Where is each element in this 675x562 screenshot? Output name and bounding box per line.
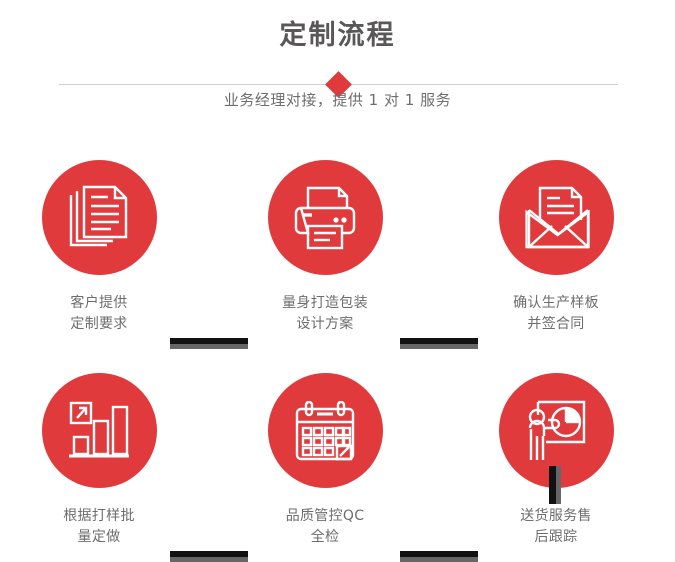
flow-step-2[interactable]: 量身打造包装 设计方案 (245, 160, 405, 335)
title-divider (59, 71, 618, 98)
page-header: 定制流程 业务经理对接，提供 1 对 1 服务 (0, 0, 675, 132)
flow-step-6[interactable]: 送货服务售 后跟踪 (476, 373, 636, 548)
connector-shadow (400, 557, 478, 562)
connector-bar (549, 466, 556, 504)
step-6-label: 送货服务售 后跟踪 (520, 508, 592, 545)
page-title: 定制流程 (279, 20, 396, 51)
flow-step-1[interactable]: 客户提供 定制要求 (19, 160, 179, 335)
step-1-circle (41, 160, 157, 275)
connector-step3-step6 (549, 466, 561, 504)
connector-step1-step2 (170, 338, 248, 349)
step-5-circle (267, 373, 383, 488)
connector-shadow (170, 344, 248, 349)
connector-shadow (400, 344, 478, 349)
connector-bar (170, 338, 248, 344)
connector-shadow (556, 466, 561, 504)
page-subtitle: 业务经理对接，提供 1 对 1 服务 (223, 91, 452, 109)
step-5-label: 品质管控QC 全检 (285, 508, 365, 545)
flow-step-4[interactable]: 根据打样批 量定做 (19, 373, 179, 548)
step-3-label: 确认生产样板 并签合同 (513, 295, 599, 332)
step-4-circle (41, 373, 157, 488)
step-3-circle (498, 160, 614, 275)
flow-step-5[interactable]: 品质管控QC 全检 (245, 373, 405, 548)
connector-step2-step3 (400, 338, 478, 349)
step-2-label: 量身打造包装 设计方案 (282, 295, 368, 332)
step-4-label: 根据打样批 量定做 (63, 508, 135, 545)
connector-shadow (170, 557, 248, 562)
connector-bar (400, 338, 478, 344)
process-flow: 客户提供 定制要求 量身打造包装 设计方案 (0, 132, 675, 562)
flow-step-3[interactable]: 确认生产样板 并签合同 (476, 160, 636, 335)
connector-step5-step6 (400, 551, 478, 562)
connector-step4-step5 (170, 551, 248, 562)
step-1-label: 客户提供 定制要求 (70, 295, 128, 332)
step-2-circle (267, 160, 383, 275)
